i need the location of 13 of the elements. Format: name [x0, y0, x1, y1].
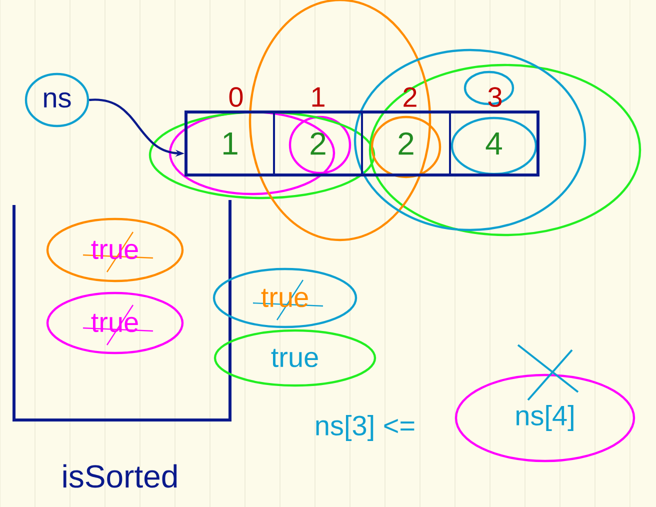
index-number: 1	[312, 87, 324, 107]
array-cell: 2	[273, 111, 363, 176]
ellipse-node: ns[4]	[454, 374, 636, 462]
array-cell: 1	[185, 111, 275, 176]
array-box	[184, 110, 540, 176]
index-number: 3	[488, 87, 502, 107]
array-cell: 4	[449, 111, 539, 176]
comparison-text: ns[3] <=	[316, 414, 414, 442]
index-number: 2	[404, 87, 416, 107]
index-number: 0	[229, 87, 243, 107]
ellipse-node: ns	[24, 72, 90, 128]
ellipse-node: true	[214, 329, 376, 387]
array-cell: 2	[361, 111, 451, 176]
